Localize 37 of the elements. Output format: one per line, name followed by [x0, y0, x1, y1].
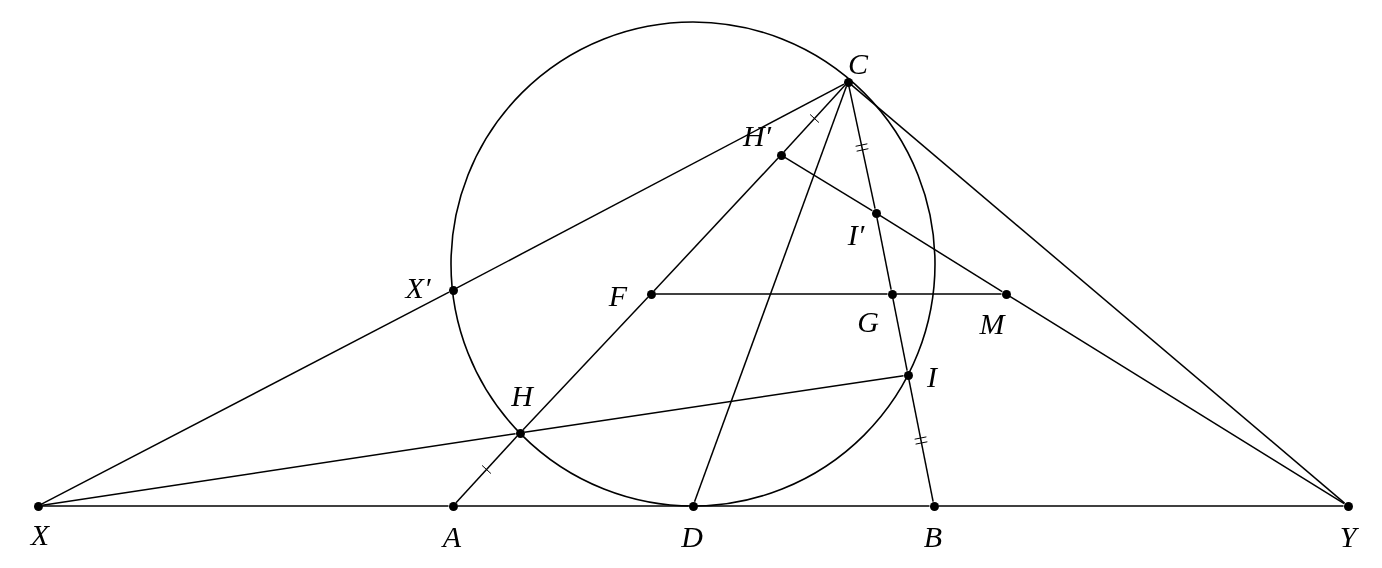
- point-label: I′: [847, 220, 865, 250]
- line-segment: [41, 432, 517, 507]
- line-segment: [456, 83, 845, 289]
- line-segment: [653, 157, 779, 292]
- line-segment: [908, 378, 934, 503]
- point-label: G: [857, 307, 879, 337]
- line-segment: [879, 214, 1003, 293]
- point-label: H: [511, 381, 533, 411]
- line-segment: [523, 374, 905, 434]
- point-label: A: [442, 522, 462, 552]
- line-segment: [455, 435, 518, 504]
- line-segment: [850, 84, 1346, 504]
- point-label: I: [927, 362, 937, 392]
- line-segment: [876, 216, 892, 291]
- point-label: X: [30, 520, 50, 550]
- line-segment: [783, 84, 846, 153]
- line-segment: [654, 293, 889, 295]
- line-segment: [895, 293, 1003, 295]
- point-label: C: [848, 49, 868, 79]
- line-segment: [848, 85, 876, 210]
- point-label: M: [979, 309, 1005, 339]
- line-segment: [41, 291, 450, 505]
- line-segment: [456, 505, 690, 507]
- line-segment: [41, 505, 450, 507]
- line-segment: [522, 296, 649, 431]
- point-label: X′: [405, 273, 431, 303]
- line-segment: [892, 297, 908, 372]
- line-segment: [696, 505, 931, 507]
- line-segment: [1009, 295, 1345, 505]
- point-label: B: [923, 522, 943, 552]
- line-segment: [693, 85, 848, 503]
- point-label: D: [681, 522, 703, 552]
- line-segment: [784, 156, 873, 212]
- point-label: H′: [742, 121, 772, 151]
- line-segment: [937, 505, 1345, 507]
- point-label: Y: [1339, 522, 1357, 552]
- point-label: F: [608, 281, 628, 311]
